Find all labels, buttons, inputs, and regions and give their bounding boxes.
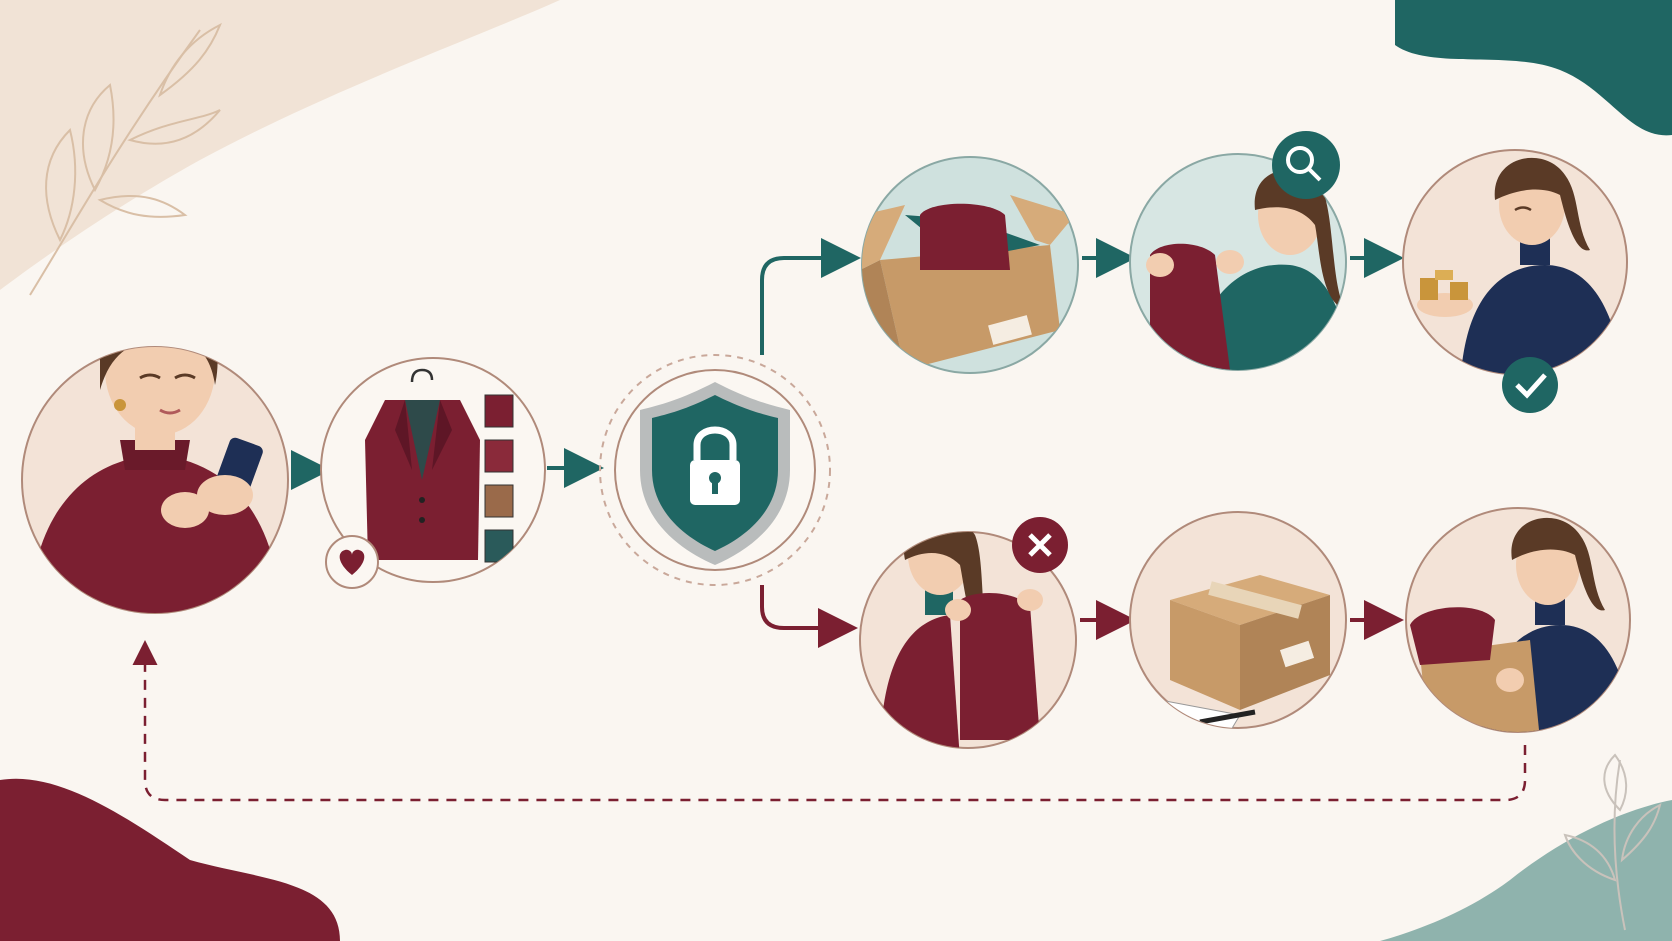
node-secure — [599, 354, 831, 586]
node-keep — [1402, 149, 1628, 413]
arrow-secure-to-receive — [760, 238, 861, 355]
leaf-sprig-icon — [29, 22, 222, 296]
sage-corner-blob — [1380, 800, 1672, 941]
burgundy-corner-blob — [0, 778, 340, 941]
node-reject — [859, 517, 1077, 749]
node-inspect — [1129, 131, 1347, 371]
woman-rejecting-sweater-icon — [880, 532, 1043, 748]
heart-icon — [339, 549, 365, 575]
small-leaf-icon — [1563, 753, 1662, 931]
sealed-box-with-label-icon — [1144, 575, 1330, 728]
arrow-secure-to-reject — [760, 585, 858, 648]
open-box-sweater-icon — [862, 195, 1075, 370]
connectors — [132, 238, 1527, 802]
magnifier-badge — [1272, 131, 1340, 199]
magnifier-icon — [1286, 146, 1322, 182]
check-icon — [1515, 373, 1547, 399]
node-browse — [21, 346, 289, 614]
node-receive — [861, 156, 1079, 374]
node-select — [320, 357, 546, 589]
check-badge — [1502, 357, 1558, 413]
woman-with-phone-icon — [30, 347, 280, 613]
node-return-box — [1129, 511, 1347, 729]
cross-icon — [1028, 533, 1052, 557]
blazer-on-hanger-icon — [365, 368, 514, 563]
node-repack — [1405, 507, 1631, 733]
teal-corner-blob — [1395, 0, 1672, 136]
shield-lock-icon — [640, 382, 790, 565]
dashed-loop-back — [132, 640, 1527, 802]
beige-corner-blob — [0, 0, 560, 290]
